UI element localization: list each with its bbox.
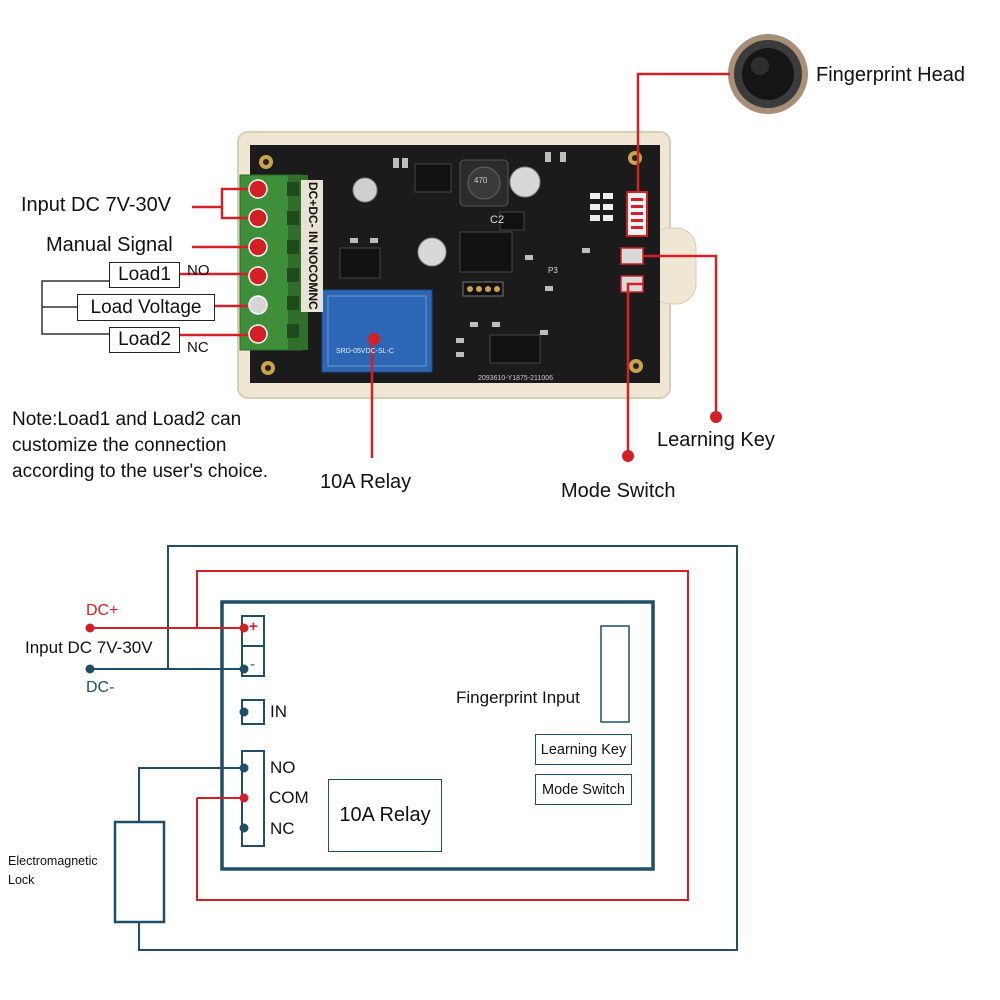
input-dc-diagram-label: Input DC 7V-30V [25,638,153,657]
inductor-mark: 470 [474,176,488,185]
fingerprint-head-label: Fingerprint Head [816,64,965,86]
no-diagram-label: NO [270,758,296,777]
learning-key-box: Learning Key [535,734,632,765]
learning-key-button [620,247,644,265]
ic-chip [459,231,513,273]
com-label: COM [269,788,309,807]
load1-label: Load1 [118,264,171,285]
minus-sign: - [250,656,255,673]
no-to-lock-wire [138,767,244,822]
no-label: NO [187,262,210,279]
relay-label: 10A Relay [320,471,412,493]
load-voltage-box: Load Voltage [77,294,215,321]
header-pins [462,281,504,297]
capacitor [352,177,378,203]
in-label: IN [270,702,287,721]
dc-minus-label: DC- [86,679,115,696]
learning-key-label: Learning Key [657,429,775,451]
navy-wire-outer [138,545,738,951]
fingerprint-head-icon [728,34,808,114]
electromagnetic-lock [113,820,166,924]
learning-key-diagram-label: Learning Key [540,741,627,758]
relay-box: 10A Relay [328,779,442,852]
lock-label: Electromagnetic Lock [8,852,98,890]
terminal-dots [248,179,268,344]
load-voltage-label: Load Voltage [90,296,202,318]
board-mark-p3: P3 [548,266,558,275]
note-text: Note:Load1 and Load2 can customize the c… [12,409,269,482]
lock-label-line2: Lock [8,873,35,887]
lock-label-line1: Electromagnetic [8,854,98,868]
board-mark-c2: C2 [490,214,505,226]
board-code: 2093610-Y1875-211006 [478,375,553,382]
smd-components [350,152,590,357]
mode-switch-box: Mode Switch [535,774,632,805]
fingerprint-input-slot [600,625,630,723]
nc-diagram-label: NC [270,819,295,838]
relay-diagram-label: 10A Relay [339,804,431,826]
status-leds [590,193,613,221]
load1-box: Load1 [109,262,180,288]
relay-body [321,289,433,373]
terminal-block-label: DC+DC- IN NOCOMNC [301,180,323,312]
load2-box: Load2 [109,327,180,353]
plus-sign: + [249,618,258,635]
dc-plus-label: DC+ [86,602,119,619]
module-outline [220,600,655,871]
nc-label: NC [187,339,209,356]
input-dc-label: Input DC 7V-30V [21,194,172,216]
ic-chip [414,163,452,193]
capacitor [509,166,541,198]
mode-switch-label: Mode Switch [561,480,676,502]
red-wire-loop [196,570,689,901]
load2-label: Load2 [118,329,171,350]
manual-signal-label: Manual Signal [46,234,173,256]
relay-face-mark: SRD-05VDC-SL-C [336,348,394,355]
terminal-screws [287,182,299,338]
fingerprint-input-label: Fingerprint Input [456,688,580,707]
mode-switch-diagram-label: Mode Switch [541,781,625,798]
capacitor [417,237,447,267]
callout-lines [180,72,730,458]
diagram-terminal-dots [85,623,249,833]
